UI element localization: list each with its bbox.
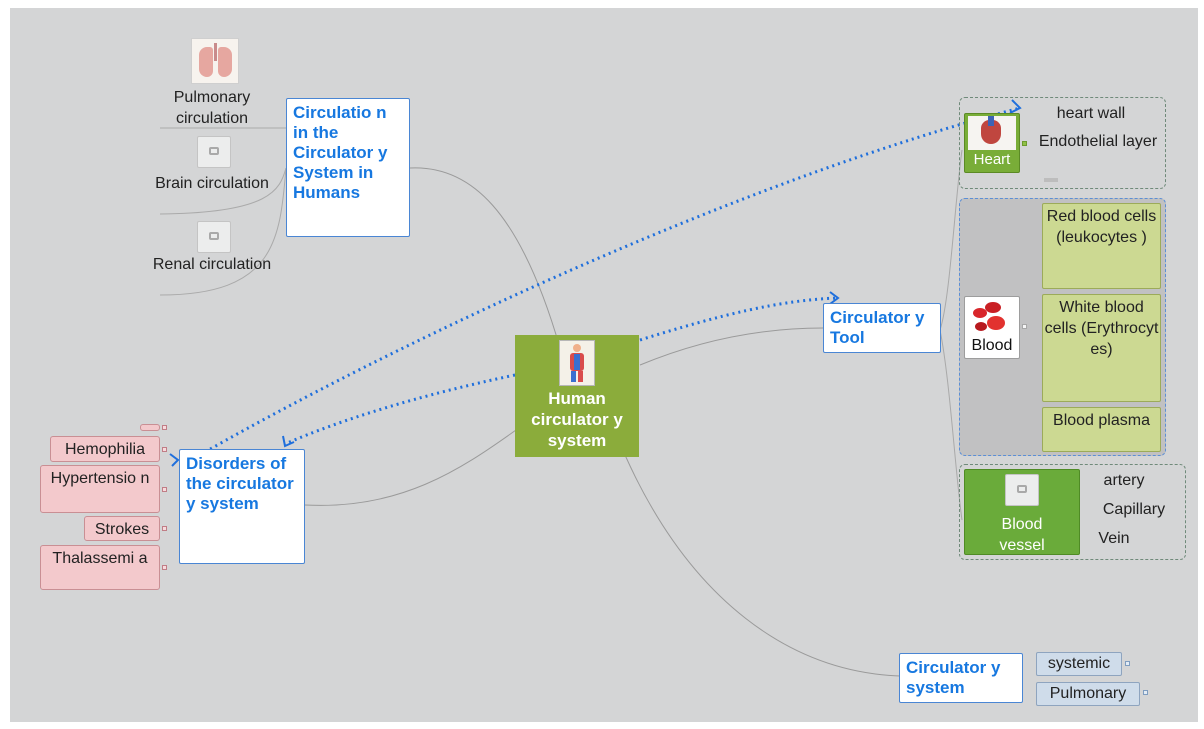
vessel-boundary (959, 464, 1186, 560)
note-marker-icon (1022, 324, 1027, 329)
relation-arrowhead-heart (1009, 99, 1022, 114)
system-item[interactable]: systemic (1036, 652, 1122, 676)
blood-subitem[interactable]: Red blood cells (leukocytes ) (1042, 203, 1161, 289)
vessel-subitem-label: Capillary (1102, 501, 1166, 518)
disorder-item-label: Hypertensio n (50, 470, 150, 487)
relation-central-disorders (284, 373, 516, 446)
image-placeholder-icon (197, 221, 231, 253)
vessel-subitem[interactable]: artery (1090, 470, 1158, 492)
heart-node[interactable]: Heart (964, 113, 1020, 173)
blood-subitem[interactable]: Blood plasma (1042, 407, 1161, 452)
disorder-item-label: Hemophilia (64, 441, 146, 458)
central-topic[interactable]: Human circulator y system (515, 335, 639, 457)
circulation-topic-label: Circulatio n in the Circulator y System … (293, 103, 388, 202)
image-placeholder-icon (197, 136, 231, 168)
vessel-subitem-label: Vein (1098, 530, 1130, 547)
note-marker-icon (162, 526, 167, 531)
disorder-item[interactable]: Strokes (84, 516, 160, 541)
relation-hook-disorders (169, 453, 180, 467)
vessel-subitem[interactable]: Vein (1090, 528, 1138, 550)
note-marker-icon (162, 447, 167, 452)
disorder-item[interactable]: Thalassemi a (40, 545, 160, 590)
system-topic-label: Circulator y system (906, 658, 1001, 697)
note-marker-icon (1125, 661, 1130, 666)
image-placeholder-icon (1005, 474, 1039, 506)
lungs-image (191, 38, 239, 84)
circulation-item[interactable]: Pulmonary circulation (150, 87, 274, 129)
heart-label: Heart (973, 151, 1011, 168)
blood-subitem-label: White blood cells (Erythrocyt es) (1044, 299, 1159, 358)
branch-line-system (624, 454, 901, 677)
circulation-topic[interactable]: Circulatio n in the Circulator y System … (286, 98, 410, 237)
heart-subitem[interactable]: heart wall (1036, 103, 1146, 125)
heart-subitem-label: Endothelial layer (1038, 133, 1158, 150)
disorders-topic[interactable]: Disorders of the circulator y system (179, 449, 305, 564)
circulation-item[interactable]: Renal circulation (150, 254, 274, 296)
branch-line-tool (639, 327, 824, 366)
small-caption-tag (1044, 178, 1058, 182)
blood-subitem-label: Red blood cells (leukocytes ) (1046, 208, 1157, 246)
tool-topic[interactable]: Circulator y Tool (823, 303, 941, 353)
system-item-label: Pulmonary (1049, 685, 1127, 702)
disorders-topic-label: Disorders of the circulator y system (186, 454, 294, 513)
heart-subitem-label: heart wall (1056, 105, 1126, 122)
note-marker-icon (1143, 690, 1148, 695)
vessel-subitem-label: artery (1103, 472, 1145, 489)
disorder-item-label: Thalassemi a (52, 550, 148, 567)
relation-arrowhead-disorders (282, 435, 295, 448)
vessel-node[interactable]: Blood vessel (964, 469, 1080, 555)
central-topic-label: Human circulator y system (531, 389, 623, 450)
vessel-label: Blood vessel (999, 516, 1045, 554)
blood-label: Blood (971, 337, 1013, 354)
blood-node[interactable]: Blood (964, 296, 1020, 359)
disorder-item-label: Strokes (94, 521, 150, 538)
blood-subitem-label: Blood plasma (1053, 412, 1150, 429)
heart-boundary (959, 97, 1166, 189)
system-topic[interactable]: Circulator y system (899, 653, 1023, 703)
note-marker-icon (162, 425, 167, 430)
tool-topic-label: Circulator y Tool (830, 308, 925, 347)
note-marker-icon (1022, 141, 1027, 146)
tiny-note-tag[interactable] (140, 424, 160, 431)
vessel-subitem[interactable]: Capillary (1090, 499, 1178, 521)
relation-central-tool (639, 296, 839, 342)
circulation-item-label: Pulmonary circulation (173, 89, 251, 127)
note-marker-icon (162, 565, 167, 570)
system-item[interactable]: Pulmonary (1036, 682, 1140, 706)
blood-subitem[interactable]: White blood cells (Erythrocyt es) (1042, 294, 1161, 402)
heart-image (968, 116, 1016, 150)
heart-subitem[interactable]: Endothelial layer (1036, 131, 1160, 175)
circulatory-figure-icon (559, 340, 595, 386)
branch-line-disorders (304, 429, 517, 506)
disorder-item[interactable]: Hypertensio n (40, 465, 160, 513)
note-marker-icon (162, 487, 167, 492)
disorder-item[interactable]: Hemophilia (50, 436, 160, 462)
sub-line-brain (159, 167, 287, 215)
circulation-item-label: Renal circulation (152, 256, 272, 273)
circulation-item[interactable]: Brain circulation (150, 173, 274, 215)
branch-line-circulation (409, 167, 561, 349)
circulation-item-label: Brain circulation (155, 175, 269, 192)
relation-disorders-heart (204, 106, 1021, 454)
blood-cells-image (969, 300, 1015, 336)
sub-line-renal (159, 167, 287, 296)
system-item-label: systemic (1047, 655, 1111, 672)
relation-arrowhead-tool (829, 291, 840, 305)
